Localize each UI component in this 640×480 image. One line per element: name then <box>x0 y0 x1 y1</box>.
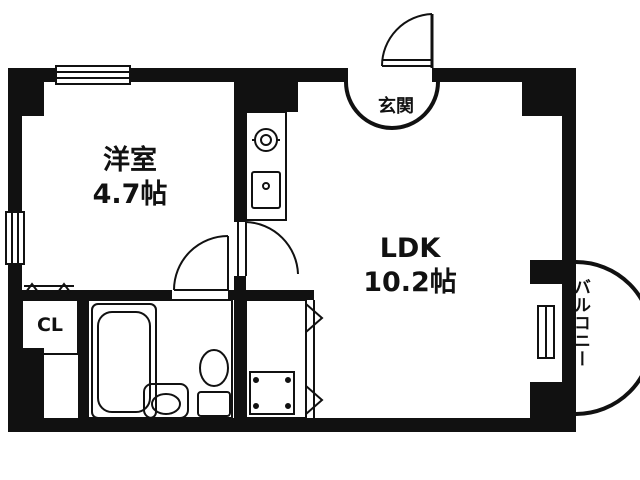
ldk-door <box>237 221 299 276</box>
closet <box>21 282 79 355</box>
washer-space <box>245 299 324 419</box>
kitchen-counter <box>245 111 287 221</box>
ldk-label: LDK 10.2帖 <box>340 232 480 300</box>
window-top <box>55 65 131 85</box>
western-room-name: 洋室 <box>103 145 157 176</box>
balcony-label: バルコニー <box>570 278 590 368</box>
western-room-label: 洋室 4.7帖 <box>70 144 190 212</box>
window-left <box>5 211 25 265</box>
bathroom <box>87 299 233 419</box>
balcony <box>537 260 640 416</box>
interior-walls <box>22 82 314 422</box>
entrance-label: 玄関 <box>378 96 414 117</box>
western-room-size: 4.7帖 <box>92 179 168 210</box>
entrance-step <box>344 81 440 130</box>
ldk-name: LDK <box>379 233 441 264</box>
closet-label: CL <box>36 314 64 336</box>
ldk-size: 10.2帖 <box>363 267 457 298</box>
western-room-door <box>173 235 229 291</box>
entrance-door <box>381 13 434 68</box>
